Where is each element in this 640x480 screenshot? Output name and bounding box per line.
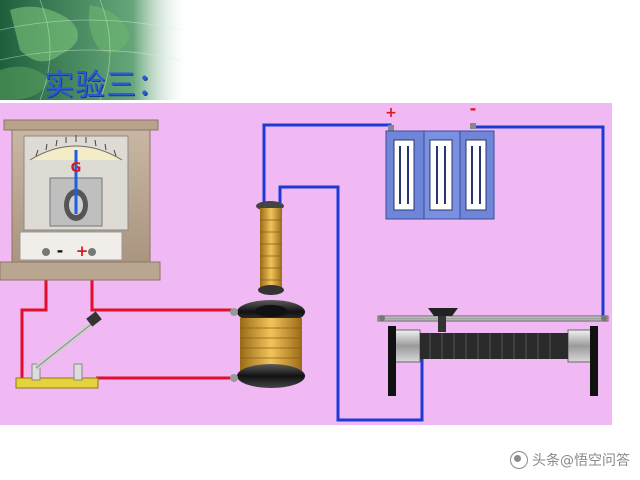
galvanometer-symbol: G	[71, 161, 82, 176]
galvanometer-minus: -	[57, 241, 64, 260]
battery-plus-label: +	[385, 105, 397, 121]
page-title: 实验三：	[44, 68, 168, 103]
watermark-text: 头条@悟空问答	[532, 453, 630, 469]
switch-icon	[15, 311, 102, 389]
coil-icon-secondary	[230, 300, 305, 388]
battery-minus-label: -	[470, 99, 477, 118]
watermark: 头条@悟空问答	[510, 450, 630, 470]
battery-icon	[385, 123, 495, 220]
globe-icon	[0, 0, 190, 101]
watermark-logo-icon	[510, 451, 528, 469]
rheostat-icon	[377, 308, 609, 396]
galvanometer-plus: +	[76, 242, 89, 260]
coil-icon-primary	[256, 201, 284, 295]
galvanometer-icon	[0, 119, 161, 281]
